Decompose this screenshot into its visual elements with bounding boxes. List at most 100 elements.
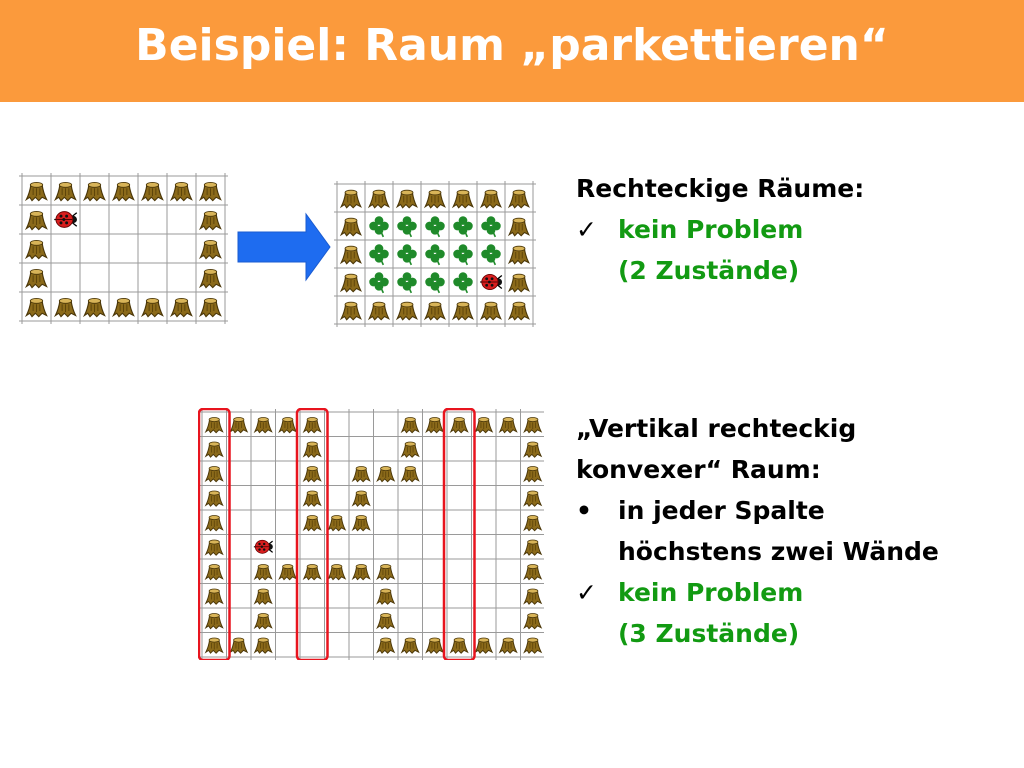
stump-icon: [523, 637, 543, 654]
stump-icon: [351, 490, 371, 507]
bullet-item: • in jeder Spalte: [576, 490, 939, 531]
stump-icon: [253, 637, 273, 654]
stump-icon: [24, 268, 48, 289]
stump-icon: [204, 466, 224, 483]
stump-icon: [523, 515, 543, 532]
ladybug-icon: [253, 539, 273, 554]
stump-icon: [507, 301, 530, 321]
stump-icon: [351, 466, 371, 483]
stump-icon: [400, 417, 420, 434]
section-heading: Rechteckige Räume:: [576, 174, 865, 203]
stump-icon: [24, 210, 48, 231]
check-text: kein Problem: [618, 215, 804, 244]
stump-icon: [523, 588, 543, 605]
clover-icon: [425, 216, 445, 238]
column-highlight: [295, 408, 329, 660]
stump-icon: [400, 441, 420, 458]
section-heading-line2: konvexer“ Raum:: [576, 455, 821, 484]
title-bar: Beispiel: Raum „parkettieren“: [0, 0, 1024, 102]
stump-icon: [278, 417, 298, 434]
stump-icon: [507, 217, 530, 237]
clover-icon: [369, 216, 389, 238]
stump-icon: [474, 637, 494, 654]
stump-icon: [498, 637, 518, 654]
stump-icon: [425, 637, 445, 654]
stump-icon: [395, 189, 418, 209]
stump-icon: [111, 181, 135, 202]
clover-icon: [369, 244, 389, 266]
stump-icon: [351, 515, 371, 532]
stump-icon: [376, 588, 396, 605]
stump-icon: [302, 515, 322, 532]
section-vertical-convex: „Vertikal rechteckig konvexer“ Raum: • i…: [576, 408, 939, 654]
stump-icon: [253, 613, 273, 630]
clover-icon: [453, 216, 473, 238]
stump-icon: [498, 417, 518, 434]
check-subtext: (2 Zustände): [618, 256, 800, 285]
section-heading-line1: „Vertikal rechteckig: [576, 414, 857, 443]
stump-icon: [423, 189, 446, 209]
stump-icon: [449, 637, 469, 654]
stump-icon: [339, 273, 362, 293]
stump-icon: [451, 301, 474, 321]
stump-icon: [507, 189, 530, 209]
clover-icon: [397, 272, 417, 294]
check-item: ✓ kein Problem: [576, 572, 939, 613]
clover-icon: [453, 244, 473, 266]
stump-icon: [523, 539, 543, 556]
stump-icon: [198, 297, 222, 318]
stump-icon: [229, 417, 249, 434]
stump-icon: [339, 217, 362, 237]
stump-icon: [507, 273, 530, 293]
stump-icon: [376, 564, 396, 581]
grid-rectangular-before: [19, 173, 228, 324]
stump-icon: [523, 466, 543, 483]
stump-icon: [198, 210, 222, 231]
stump-icon: [376, 466, 396, 483]
stump-icon: [400, 466, 420, 483]
stump-icon: [474, 417, 494, 434]
stump-icon: [339, 189, 362, 209]
check-icon: ✓: [576, 578, 597, 607]
stump-icon: [395, 301, 418, 321]
clover-icon: [425, 272, 445, 294]
stump-icon: [111, 297, 135, 318]
check-subtext: (3 Zustände): [618, 619, 800, 648]
stump-icon: [423, 301, 446, 321]
stump-icon: [523, 417, 543, 434]
stump-icon: [24, 181, 48, 202]
ladybug-icon: [480, 273, 503, 291]
stump-icon: [351, 564, 371, 581]
stump-icon: [302, 490, 322, 507]
stump-icon: [327, 515, 347, 532]
check-text: kein Problem: [618, 578, 804, 607]
clover-icon: [481, 244, 501, 266]
stump-icon: [204, 539, 224, 556]
grid-rectangular-after: [334, 181, 536, 327]
bullet-text-line1: in jeder Spalte: [618, 496, 825, 525]
stump-icon: [204, 564, 224, 581]
stump-icon: [24, 297, 48, 318]
stump-icon: [198, 239, 222, 260]
stump-icon: [204, 417, 224, 434]
stump-icon: [339, 301, 362, 321]
ladybug-icon: [54, 211, 78, 228]
arrow-right-icon: [237, 212, 331, 282]
stump-icon: [140, 181, 164, 202]
stump-icon: [400, 637, 420, 654]
clover-icon: [425, 244, 445, 266]
clover-icon: [397, 244, 417, 266]
stump-icon: [204, 613, 224, 630]
stump-icon: [24, 239, 48, 260]
stump-icon: [82, 181, 106, 202]
clover-icon: [369, 272, 389, 294]
stump-icon: [278, 564, 298, 581]
stump-icon: [451, 189, 474, 209]
stump-icon: [204, 490, 224, 507]
stump-icon: [198, 181, 222, 202]
stump-icon: [253, 417, 273, 434]
stump-icon: [449, 417, 469, 434]
stump-icon: [367, 301, 390, 321]
stump-icon: [169, 297, 193, 318]
stump-icon: [140, 297, 164, 318]
